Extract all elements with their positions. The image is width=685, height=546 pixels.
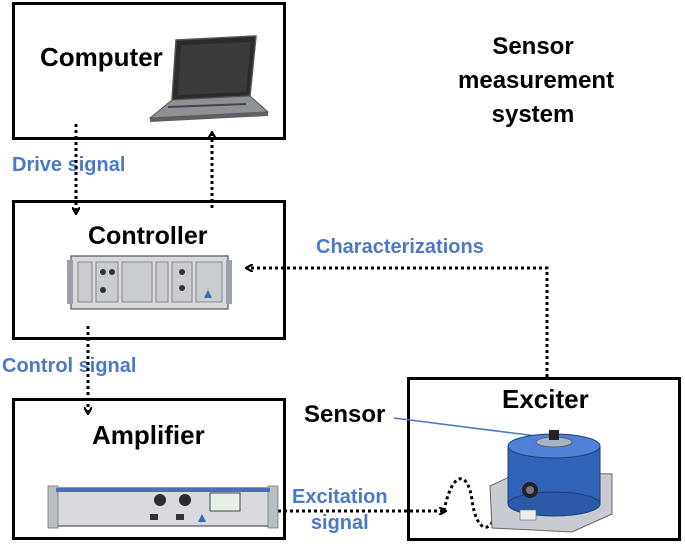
excitation-signal-label: Excitation signal [292,484,388,536]
laptop-icon [148,35,270,122]
diagram-title: Sensor measurement system [458,30,615,132]
drive-signal-label: Drive signal [12,154,126,176]
excitation-line1: Excitation [292,486,388,508]
controller-label: Controller [88,222,208,250]
exciter-device-icon [489,430,613,533]
control-signal-label: Control signal [2,355,137,377]
computer-label: Computer [40,42,163,72]
characterizations-arrow [248,268,549,377]
sensor-pointer-line [393,417,553,439]
diagram-title-line3: system [491,101,575,128]
characterizations-label: Characterizations [316,236,484,258]
diagram-title-line2: measurement [458,67,615,94]
sensor-label: Sensor [304,401,386,428]
exciter-label: Exciter [502,384,589,414]
controller-rack-icon [67,255,232,310]
excitation-line2: signal [310,512,369,534]
diagram-title-line1: Sensor [492,33,574,60]
excitation-wave [442,476,524,529]
amplifier-rack-icon [47,485,279,529]
amplifier-label: Amplifier [92,420,205,450]
